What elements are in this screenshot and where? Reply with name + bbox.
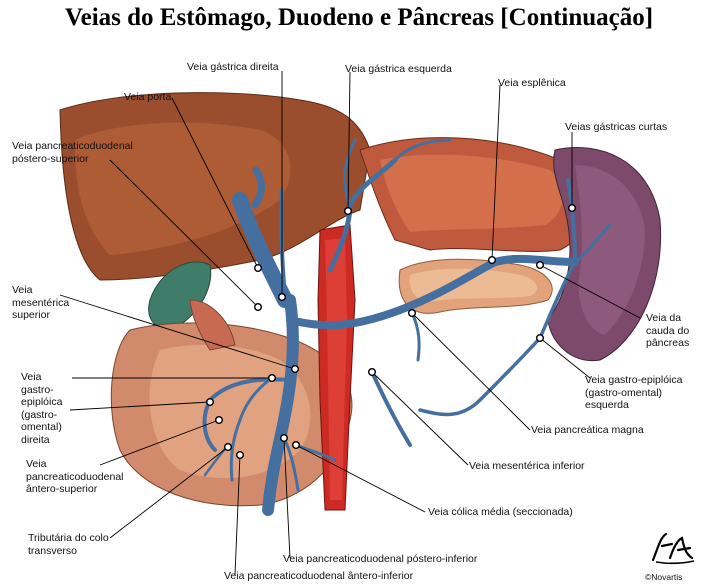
marker-dot — [253, 264, 262, 273]
label-tributaria-colo: Tributária do colo transverso — [28, 532, 109, 557]
label-gastrica-esquerda: Veia gástrica esquerda — [345, 63, 452, 75]
marker-dot — [536, 334, 545, 343]
copyright: ©Novartis — [645, 572, 683, 582]
gallbladder — [148, 261, 212, 331]
marker-dot — [292, 441, 301, 450]
marker-dot — [568, 203, 577, 212]
page-title: Veias do Estômago, Duodeno e Pâncreas [C… — [64, 4, 654, 31]
label-cauda-pancreas: Veia da cauda do pâncreas — [646, 312, 690, 349]
marker-dot — [344, 206, 353, 215]
marker-dot — [253, 303, 262, 312]
marker-dot — [214, 416, 223, 425]
marker-dot — [408, 309, 417, 318]
label-pancreatica-magna: Veia pancreática magna — [531, 424, 644, 436]
marker-dot — [268, 374, 277, 383]
label-pd-antero-superior: Veia pancreaticoduodenal ântero-superior — [26, 458, 124, 495]
marker-dot — [291, 365, 300, 374]
marker-dot — [280, 434, 289, 443]
marker-dot — [368, 368, 377, 377]
label-mesenterica-superior: Veia mesentérica superior — [12, 284, 70, 321]
marker-dot — [278, 293, 287, 302]
label-pd-postero-superior: Veia pancreaticoduodenal póstero-superio… — [12, 140, 133, 165]
label-gastrica-direita: Veia gástrica direita — [187, 61, 279, 73]
label-porta: Veia porta — [124, 91, 172, 103]
label-colica-media: Veia cólica média (seccionada) — [428, 506, 573, 518]
marker-dot — [223, 443, 232, 452]
label-gastro-epiploica-direita: Veia gastro- epiplóica (gastro- omental)… — [21, 371, 63, 446]
label-esplenica: Veia esplênica — [498, 77, 566, 89]
label-pd-postero-inferior: Veia pancreaticoduodenal póstero-inferio… — [283, 553, 478, 565]
label-pd-antero-inferior: Veia pancreaticoduodenal ântero-inferior — [224, 570, 414, 582]
marker-dot — [536, 261, 545, 270]
marker-dot — [488, 256, 497, 265]
marker-dot — [235, 451, 244, 460]
label-mesenterica-inferior: Veia mesentérica inferior — [469, 460, 585, 472]
marker-dot — [205, 398, 214, 407]
label-gastro-epiploica-esquerda: Veia gastro-epiplóica (gastro-omental) e… — [585, 374, 683, 411]
artist-signature — [651, 532, 695, 565]
label-gastricas-curtas: Veias gástricas curtas — [565, 121, 668, 133]
